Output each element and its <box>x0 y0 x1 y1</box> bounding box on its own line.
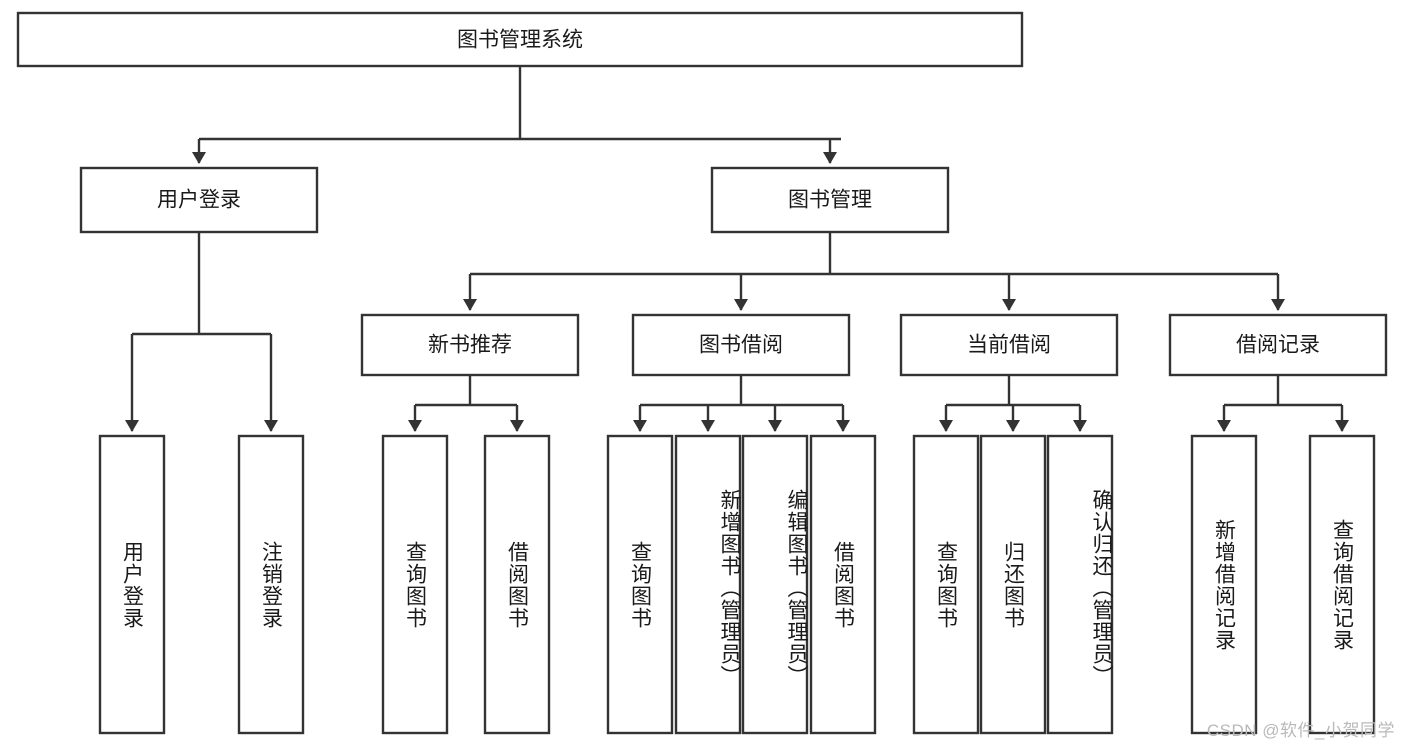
node-book-manage-label: 图书管理 <box>788 189 872 212</box>
node-leaf-edit-book-box[interactable] <box>741 434 809 735</box>
node-leaf-query-book-3-box[interactable] <box>912 434 980 735</box>
node-current-borrow[interactable]: 当前借阅 <box>899 313 1119 377</box>
node-book-borrow-box[interactable] <box>631 313 851 377</box>
node-book-borrow-label: 图书借阅 <box>699 334 783 357</box>
node-leaf-add-book-box[interactable] <box>674 434 742 735</box>
node-leaf-query-record-box[interactable] <box>1308 434 1376 735</box>
node-borrow-record-box[interactable] <box>1168 313 1388 377</box>
node-leaf-borrow-book-2-box[interactable] <box>809 434 877 735</box>
node-book-manage[interactable]: 图书管理 <box>710 166 950 234</box>
node-leaf-borrow-book-1-box[interactable] <box>483 434 551 735</box>
edges-group <box>125 66 1349 432</box>
node-root[interactable]: 图书管理系统 <box>16 11 1024 68</box>
node-leaf-add-record-box[interactable] <box>1190 434 1258 735</box>
node-new-book-rec-box[interactable] <box>360 313 580 377</box>
node-leaf-confirm-return-box[interactable] <box>1046 434 1114 735</box>
node-user-login[interactable]: 用户登录 <box>79 166 319 234</box>
node-borrow-record[interactable]: 借阅记录 <box>1168 313 1388 377</box>
node-leaf-user-login-box[interactable] <box>98 434 166 735</box>
node-root-box[interactable] <box>16 11 1024 68</box>
node-book-manage-box[interactable] <box>710 166 950 234</box>
node-user-login-label: 用户登录 <box>157 189 241 212</box>
node-current-borrow-label: 当前借阅 <box>967 334 1051 357</box>
node-leaf-return-book-box[interactable] <box>979 434 1047 735</box>
node-current-borrow-box[interactable] <box>899 313 1119 377</box>
node-borrow-record-label: 借阅记录 <box>1236 334 1320 357</box>
node-leaf-query-book-1-box[interactable] <box>381 434 449 735</box>
node-root-label: 图书管理系统 <box>457 29 583 52</box>
nodes-group: 图书管理系统 用户登录 图书管理 新书推荐 图书借阅 <box>16 11 1388 735</box>
node-leaf-logout-box[interactable] <box>237 434 305 735</box>
node-new-book-rec[interactable]: 新书推荐 <box>360 313 580 377</box>
node-leaf-query-book-2-box[interactable] <box>606 434 674 735</box>
node-user-login-box[interactable] <box>79 166 319 234</box>
node-book-borrow[interactable]: 图书借阅 <box>631 313 851 377</box>
node-new-book-rec-label: 新书推荐 <box>428 334 512 357</box>
